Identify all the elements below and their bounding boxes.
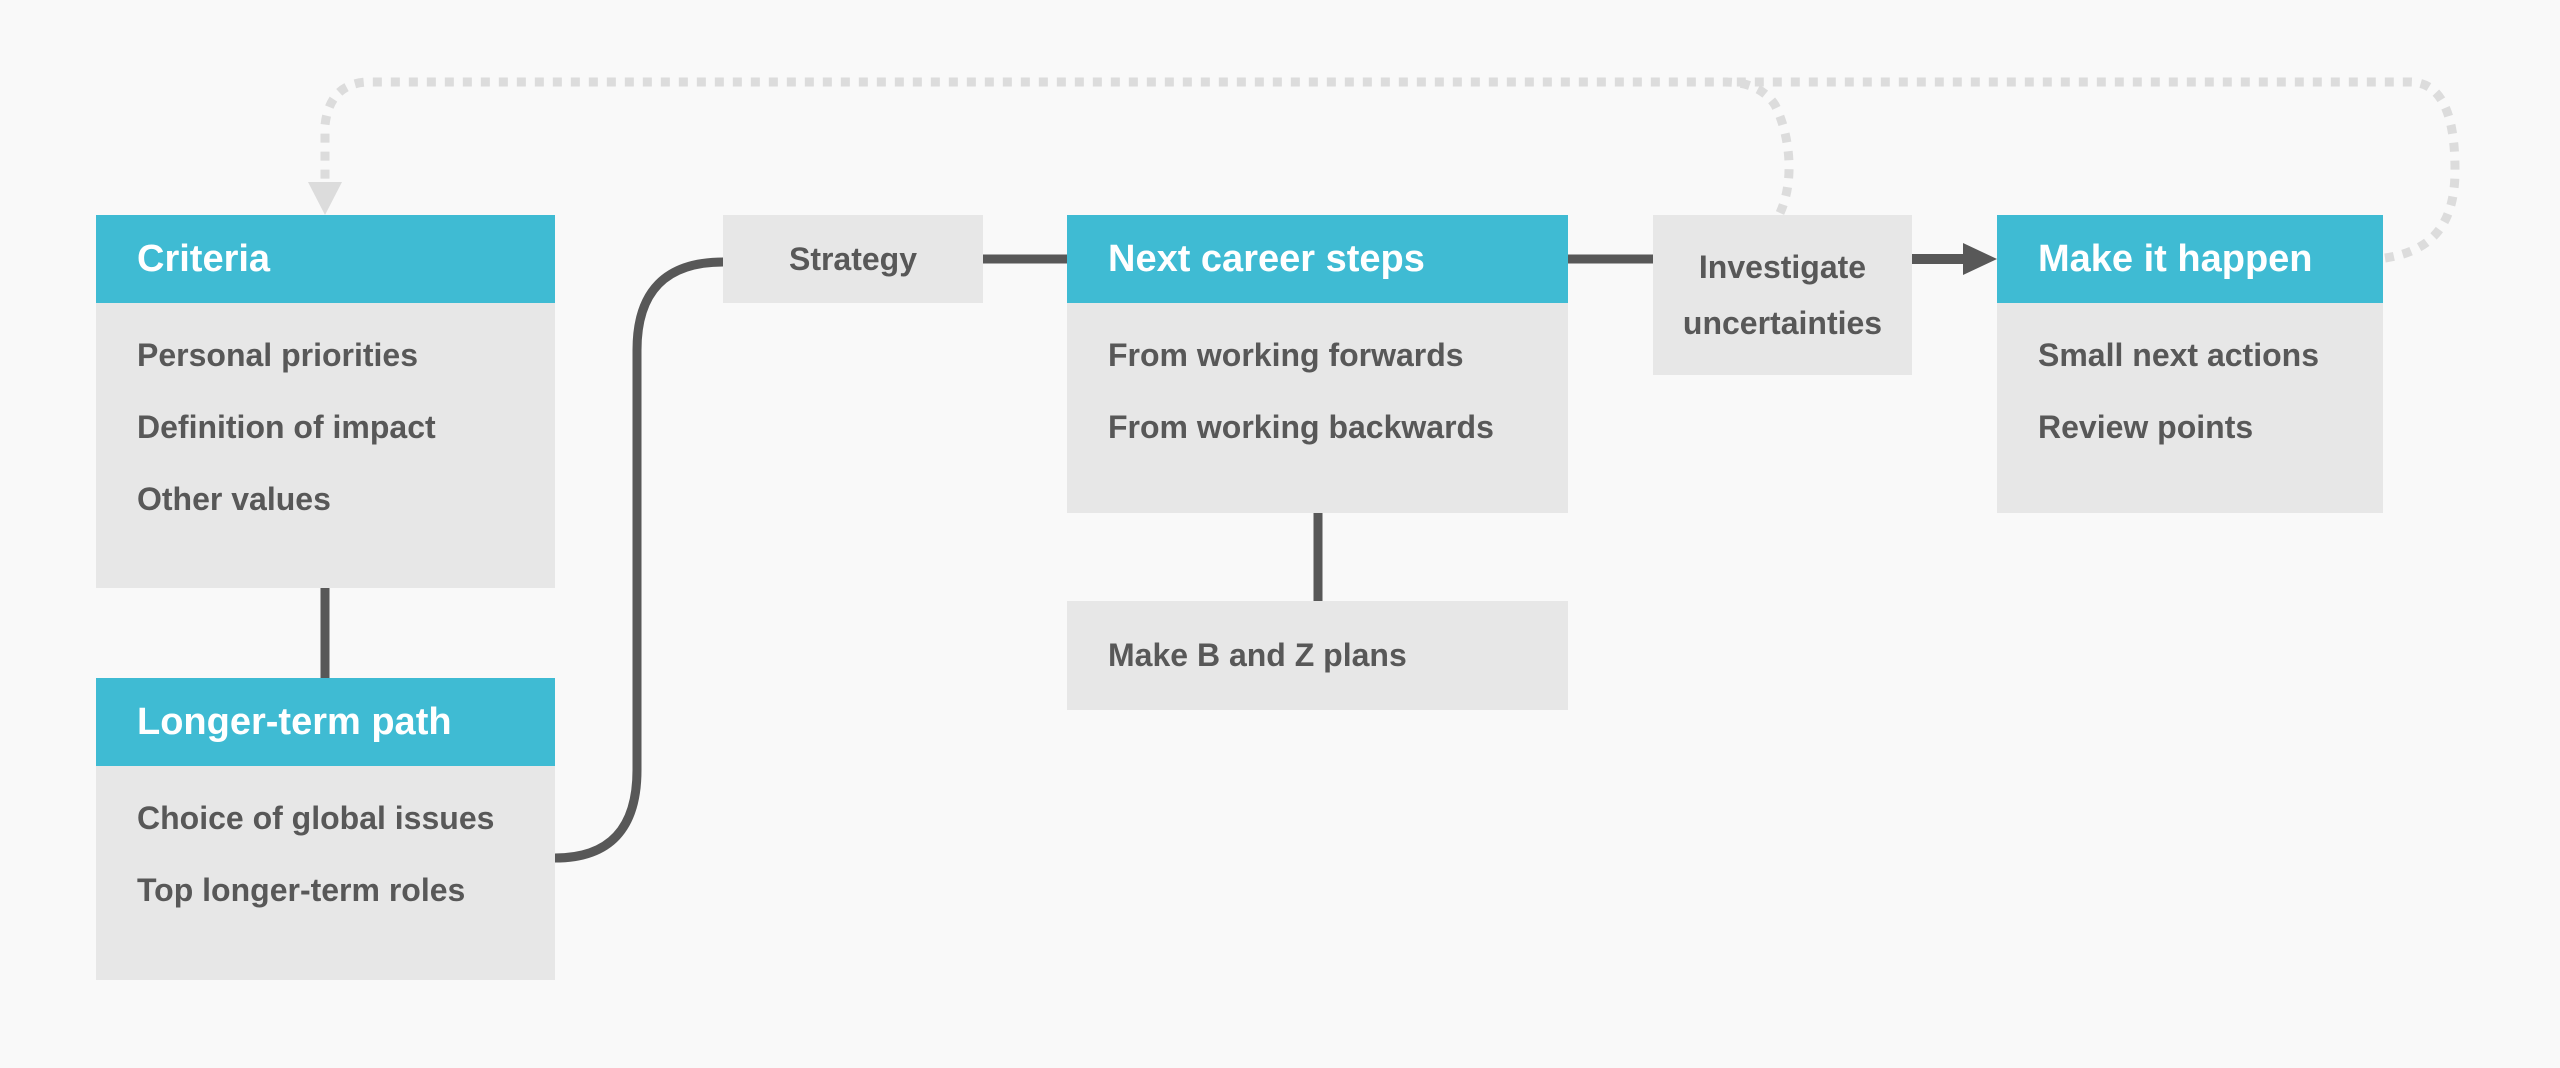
longer-term-path-card: Longer-term path Choice of global issues… bbox=[96, 678, 555, 980]
next-steps-item: From working backwards bbox=[1108, 409, 1494, 445]
criteria-card: Criteria Personal priorities Definition … bbox=[96, 215, 555, 588]
make-it-happen-item: Review points bbox=[2038, 409, 2254, 445]
criteria-item: Other values bbox=[137, 481, 331, 517]
connector-longer-term-strategy bbox=[554, 257, 724, 863]
feedback-loop-make-it-happen-to-criteria bbox=[1725, 77, 2460, 263]
criteria-item: Personal priorities bbox=[137, 337, 418, 373]
longer-term-item: Top longer-term roles bbox=[137, 872, 466, 908]
feedback-arrowhead bbox=[308, 182, 342, 215]
arrowhead-make-it-happen bbox=[1963, 243, 1997, 275]
next-career-steps-title: Next career steps bbox=[1067, 215, 1568, 303]
investigate-label-line1: Investigate bbox=[1698, 249, 1867, 285]
next-steps-item: From working forwards bbox=[1108, 337, 1464, 373]
make-it-happen-title: Make it happen bbox=[1997, 215, 2383, 303]
investigate-uncertainties-box: Investigate uncertainties bbox=[1653, 215, 1912, 375]
next-career-steps-card: Next career steps From working forwards … bbox=[1067, 215, 1568, 513]
strategy-label: Strategy bbox=[788, 240, 918, 277]
criteria-item: Definition of impact bbox=[137, 409, 436, 445]
make-it-happen-item: Small next actions bbox=[2038, 337, 2319, 373]
make-it-happen-card: Make it happen Small next actions Review… bbox=[1997, 215, 2383, 513]
criteria-title: Criteria bbox=[96, 215, 555, 303]
feedback-loop-investigate-to-criteria bbox=[320, 77, 1794, 215]
strategy-box: Strategy bbox=[723, 215, 983, 303]
investigate-label-line2: uncertainties bbox=[1682, 305, 1883, 341]
longer-term-path-title: Longer-term path bbox=[96, 678, 555, 766]
longer-term-item: Choice of global issues bbox=[137, 800, 495, 836]
make-b-and-z-plans-box: Make B and Z plans bbox=[1067, 601, 1568, 710]
plans-label: Make B and Z plans bbox=[1108, 637, 1407, 673]
